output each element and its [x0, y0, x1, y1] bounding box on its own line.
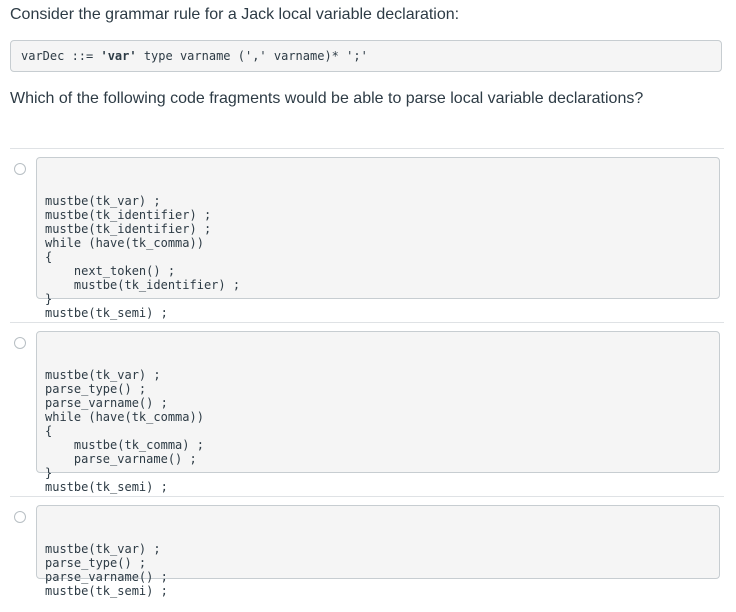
option-2-code[interactable]: mustbe(tk_var) ;parse_type() ;parse_varn…: [36, 331, 720, 494]
code-line: while (have(tk_comma)): [45, 236, 204, 250]
code-line: }: [45, 466, 53, 480]
divider: [10, 322, 724, 323]
code-line: {: [45, 250, 53, 264]
divider: [10, 496, 724, 497]
option-1-code[interactable]: mustbe(tk_var) ;mustbe(tk_identifier) ;m…: [36, 157, 720, 320]
code-line: {: [45, 424, 53, 438]
code-line: mustbe(tk_identifier) ;: [45, 222, 212, 236]
code-line: }: [45, 292, 53, 306]
option-3-radio[interactable]: [14, 511, 26, 523]
grammar-keyword: 'var': [100, 49, 137, 63]
code-line: mustbe(tk_var) ;: [45, 194, 161, 208]
code-line: next_token() ;: [45, 264, 176, 278]
divider: [10, 148, 724, 149]
code-line: parse_type() ;: [45, 556, 147, 570]
code-line: mustbe(tk_comma) ;: [45, 438, 204, 452]
option-1-radio[interactable]: [14, 163, 26, 175]
code-line: mustbe(tk_semi) ;: [45, 480, 168, 494]
grammar-rest: type varname (',' varname)* ';': [136, 49, 368, 63]
grammar-prefix: varDec ::=: [21, 49, 101, 63]
intro-text: Consider the grammar rule for a Jack loc…: [10, 6, 460, 23]
code-line: mustbe(tk_semi) ;: [45, 584, 168, 598]
option-3-code[interactable]: mustbe(tk_var) ;parse_type() ;parse_varn…: [36, 505, 720, 598]
code-line: mustbe(tk_identifier) ;: [45, 278, 241, 292]
code-line: mustbe(tk_semi) ;: [45, 306, 168, 320]
grammar-rule-box: varDec ::= 'var' type varname (',' varna…: [10, 40, 722, 72]
code-line: parse_varname() ;: [45, 570, 168, 584]
code-line: parse_type() ;: [45, 382, 147, 396]
code-line: mustbe(tk_var) ;: [45, 542, 161, 556]
code-line: mustbe(tk_identifier) ;: [45, 208, 212, 222]
code-line: mustbe(tk_var) ;: [45, 368, 161, 382]
code-line: while (have(tk_comma)): [45, 410, 204, 424]
code-line: parse_varname() ;: [45, 396, 168, 410]
option-2-radio[interactable]: [14, 337, 26, 349]
code-line: parse_varname() ;: [45, 452, 197, 466]
question-text: Which of the following code fragments wo…: [10, 90, 644, 107]
